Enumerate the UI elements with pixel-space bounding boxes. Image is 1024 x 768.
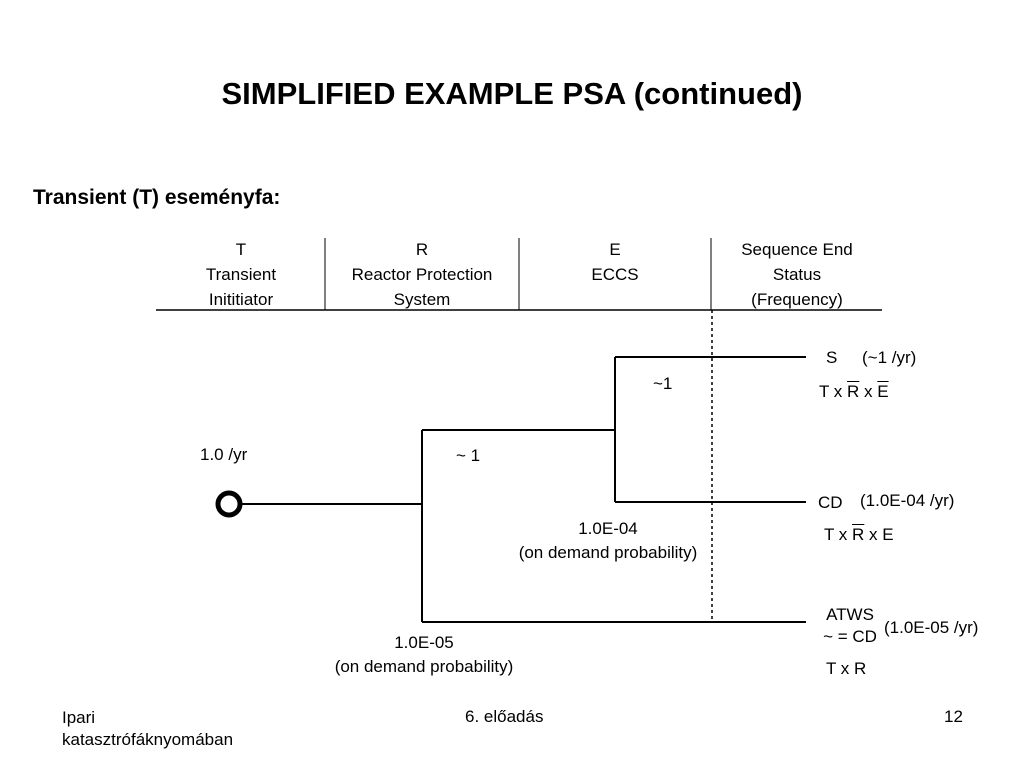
footer-page-number: 12 [944,707,963,726]
outcome-cd-frequency: (1.0E-04 /yr) [860,491,955,510]
header-code: Sequence End [741,240,853,259]
header-line2: (Frequency) [751,290,843,309]
header-line1: ECCS [591,265,639,284]
outcome-s-state: S [826,348,838,367]
header-column-sequence-end: Sequence End Status (Frequency) [714,237,880,312]
header-column-r: R Reactor Protection System [327,237,517,312]
header-code: T [235,240,247,259]
header-line2: Inititiator [208,290,274,309]
outcome-cd-expression: T x R x E [824,525,894,544]
outcome-atws-expression: T x R [826,659,867,678]
initiator-frequency: 1.0 /yr [200,445,248,464]
e-failure-label: 1.0E-04 (on demand probability) [488,517,728,565]
e-failure-probability: 1.0E-04 [578,519,638,538]
footer-course-line1: Ipari [62,708,96,727]
header-code: E [609,240,621,259]
e-success-probability: ~1 [653,374,673,393]
outcome-s-expression: T x R x E [819,382,889,401]
header-column-e: E ECCS [521,237,709,287]
r-success-probability: ~ 1 [456,446,481,465]
e-failure-note: (on demand probability) [518,543,698,562]
header-line1: Transient [205,265,277,284]
slide-subtitle: Transient (T) eseményfa: [33,186,281,209]
header-line1: Reactor Protection [351,265,493,284]
r-failure-label: 1.0E-05 (on demand probability) [304,631,544,679]
footer-lecture: 6. előadás [465,707,544,726]
outcome-cd-state: CD [818,493,843,512]
r-failure-note: (on demand probability) [334,657,514,676]
outcome-atws-state: ATWS [826,605,874,624]
header-line2: System [393,290,451,309]
header-column-t: T Transient Inititiator [166,237,316,312]
slide-title: SIMPLIFIED EXAMPLE PSA (continued) [221,76,803,111]
outcome-atws-state-block: ATWS ~ = CD [812,604,888,648]
outcome-atws-frequency: (1.0E-05 /yr) [884,618,979,637]
outcome-atws-equivalence: ~ = CD [823,627,877,646]
r-failure-probability: 1.0E-05 [394,633,454,652]
footer-course-line2: katasztrófáknyomában [62,730,234,749]
initiator-node [215,490,243,518]
footer-course: Ipari katasztrófáknyomában [62,707,233,751]
header-line1: Status [772,265,822,284]
header-code: R [415,240,429,259]
outcome-s-frequency: (~1 /yr) [862,348,917,367]
